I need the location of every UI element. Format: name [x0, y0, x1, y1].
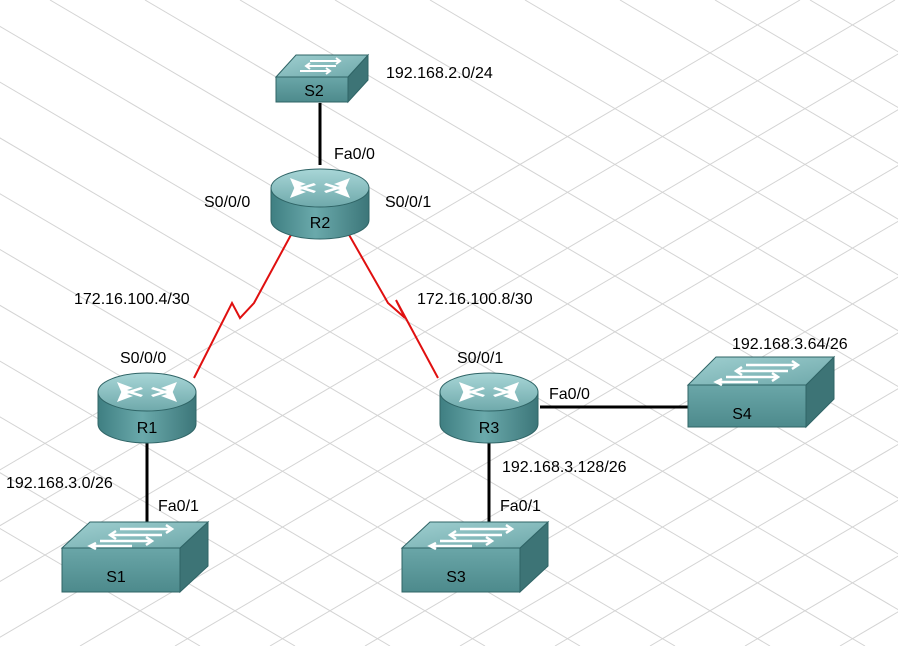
network-label-r1-r2-wan: 172.16.100.4/30	[74, 291, 190, 308]
grid-line	[239, 0, 898, 388]
interface-label-r2-s001: S0/0/1	[385, 194, 431, 211]
links	[145, 103, 688, 522]
grid-line	[429, 0, 898, 276]
interface-label-r3-fa00: Fa0/0	[549, 386, 590, 403]
interface-label-r3-s001: S0/0/1	[457, 350, 503, 367]
switch-arrows-icon	[713, 359, 801, 387]
device-label-r3: R3	[479, 420, 500, 437]
grid-line	[554, 443, 898, 646]
router-arrows-icon	[459, 382, 519, 402]
switch-s3[interactable]: S3	[400, 520, 550, 594]
network-label-s4-lan: 192.168.3.64/26	[732, 336, 848, 353]
interface-label-r1-fa01: Fa0/1	[158, 498, 199, 515]
switch-arrows-icon	[87, 523, 175, 551]
switch-s4[interactable]: S4	[686, 355, 836, 429]
grid-line	[0, 304, 581, 646]
labels: 192.168.2.0/24 Fa0/0 S0/0/0 S0/0/1 172.1…	[6, 65, 848, 515]
device-label-s3: S3	[446, 569, 466, 586]
network-label-s2-lan: 192.168.2.0/24	[386, 65, 493, 82]
switch-s2[interactable]: S2	[274, 53, 370, 104]
grid-line	[0, 527, 201, 646]
grid-line	[79, 165, 898, 646]
device-label-r2: R2	[310, 215, 331, 232]
grid-line	[524, 0, 898, 220]
router-arrows-icon	[117, 382, 177, 402]
router-arrows-icon	[290, 178, 350, 198]
interface-label-r2-s000: S0/0/0	[204, 194, 250, 211]
router-r1[interactable]: R1	[97, 372, 197, 444]
device-label-r1: R1	[137, 420, 158, 437]
switch-arrows-icon	[300, 57, 342, 75]
grid-line	[49, 0, 898, 499]
router-r2[interactable]: R2	[270, 168, 370, 240]
grid-line	[714, 0, 898, 109]
serial-link-r2-r3	[347, 232, 439, 379]
device-label-s1: S1	[106, 569, 126, 586]
grid-line	[619, 0, 898, 164]
grid-line	[334, 0, 898, 332]
grid-line	[459, 388, 898, 646]
interface-label-r3-fa01: Fa0/1	[500, 498, 541, 515]
device-label-s4: S4	[732, 406, 752, 423]
grid-line	[0, 360, 486, 646]
network-label-r1-lan: 192.168.3.0/26	[6, 475, 113, 492]
switch-arrows-icon	[427, 523, 515, 551]
grid-line	[144, 0, 898, 443]
grid-line	[174, 220, 898, 646]
grid-line	[0, 0, 801, 471]
router-r3[interactable]: R3	[439, 372, 539, 444]
grid-line	[269, 276, 898, 646]
network-label-r2-r3-wan: 172.16.100.8/30	[417, 291, 533, 308]
grid-line	[0, 193, 771, 646]
device-label-s2: S2	[304, 83, 324, 100]
grid-line	[744, 555, 898, 646]
interface-label-r2-fa00: Fa0/0	[334, 146, 375, 163]
grid-line	[0, 137, 866, 646]
switch-s1[interactable]: S1	[60, 520, 210, 594]
network-label-r3-lan: 192.168.3.128/26	[502, 459, 627, 476]
interface-label-r1-s000: S0/0/0	[120, 350, 166, 367]
grid-line	[649, 499, 898, 646]
serial-link-r2-r1	[193, 232, 293, 379]
